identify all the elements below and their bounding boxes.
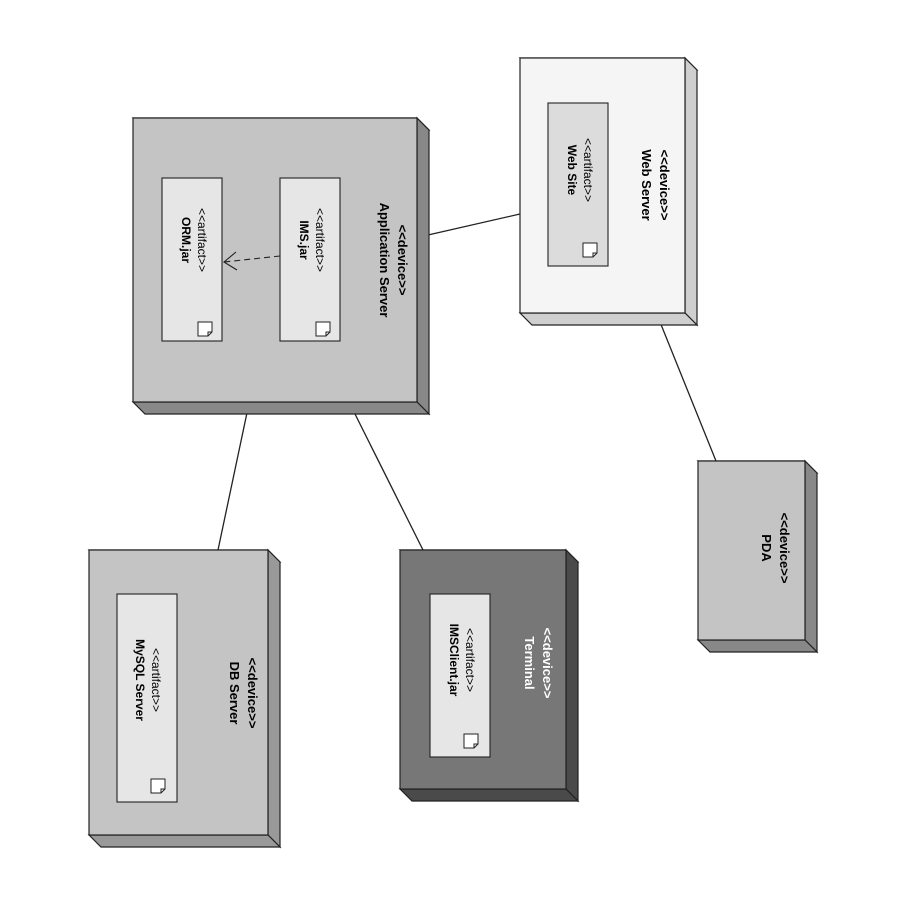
node-stereotype: <<device>> (245, 658, 260, 729)
artifact-orm-jar[interactable]: <<artifact>> ORM.jar (161, 177, 223, 342)
link-app-db (217, 407, 249, 551)
dependency-arrow (223, 251, 281, 271)
node-db-server[interactable]: <<device>> DB Server <<artifact>> MySQL … (87, 548, 282, 849)
node-bottom-face (87, 834, 282, 848)
artifact-name: MySQL Server (133, 639, 147, 721)
node-name: Application Server (377, 203, 392, 318)
node-bottom-face (398, 788, 580, 802)
artifact-stereotype: <<artifact>> (313, 208, 327, 272)
artifact-name: IMSClient.jar (447, 624, 461, 697)
artifact-web-site[interactable]: <<artifact>> Web Site (547, 102, 609, 267)
artifact-doc-icon (463, 733, 479, 749)
artifact-box (161, 177, 223, 342)
node-stereotype: <<device>> (395, 225, 410, 296)
node-terminal[interactable]: <<device>> Terminal <<artifact>> IMSClie… (398, 548, 580, 803)
artifact-doc-icon (315, 321, 331, 337)
artifact-name: IMS.jar (297, 220, 311, 260)
node-name: PDA (759, 534, 774, 562)
node-side-face (565, 548, 579, 803)
node-stereotype: <<device>> (540, 628, 555, 699)
node-name: DB Server (227, 662, 242, 725)
artifact-doc-icon (197, 321, 213, 337)
artifact-doc-icon (150, 778, 166, 794)
artifact-box (547, 102, 609, 267)
artifact-imsclient-jar[interactable]: <<artifact>> IMSClient.jar (429, 593, 491, 758)
link-app-web (427, 213, 521, 236)
node-side-face (267, 548, 281, 849)
node-bottom-face (131, 401, 431, 415)
artifact-ims-jar[interactable]: <<artifact>> IMS.jar (279, 177, 341, 342)
node-pda[interactable]: <<device>> PDA (696, 459, 819, 654)
node-web-server[interactable]: <<device>> Web Server <<artifact>> Web S… (518, 56, 699, 327)
artifact-mysql-server[interactable]: <<artifact>> MySQL Server (116, 593, 178, 803)
artifact-stereotype: <<artifact>> (581, 138, 595, 202)
node-stereotype: <<device>> (657, 150, 672, 221)
artifact-stereotype: <<artifact>> (149, 648, 163, 712)
node-side-face (684, 56, 698, 327)
node-side-face (804, 459, 818, 654)
link-web-pda (659, 321, 717, 462)
link-app-terminal (352, 409, 424, 551)
artifact-doc-icon (582, 242, 598, 258)
node-application-server[interactable]: <<device>> Application Server <<artifact… (131, 116, 431, 416)
connectors (217, 213, 717, 551)
artifact-name: ORM.jar (179, 217, 193, 263)
artifact-name: Web Site (565, 145, 579, 196)
node-name: Terminal (522, 636, 537, 689)
node-front-face (697, 460, 806, 641)
node-bottom-face (696, 639, 819, 653)
node-name: Web Server (639, 149, 654, 220)
artifact-stereotype: <<artifact>> (463, 628, 477, 692)
node-bottom-face (518, 312, 699, 326)
artifact-stereotype: <<artifact>> (195, 208, 209, 272)
artifact-box (279, 177, 341, 342)
node-side-face (416, 116, 430, 416)
artifact-box (429, 593, 491, 758)
artifact-box (116, 593, 178, 803)
node-stereotype: <<device>> (777, 513, 792, 584)
